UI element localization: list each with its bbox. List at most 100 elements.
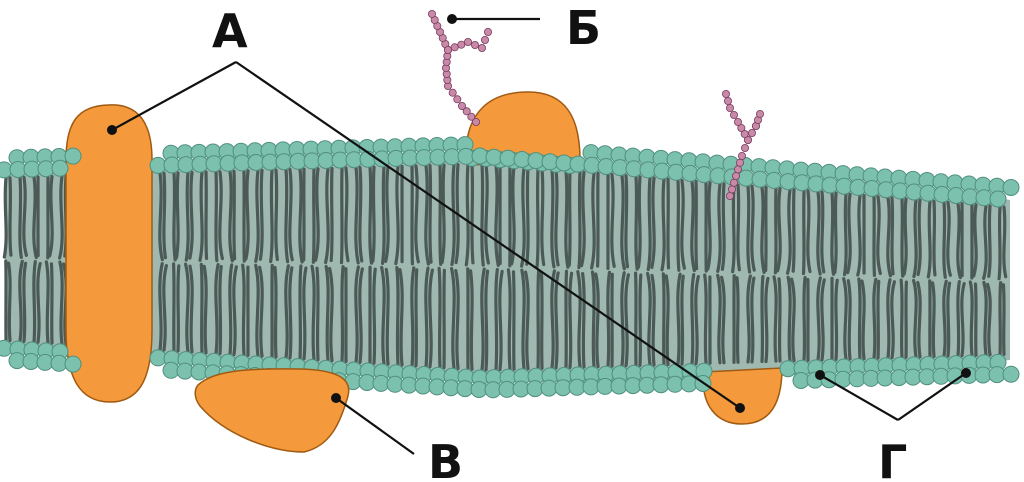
lipid-tail [577, 170, 582, 270]
lipid-tail [899, 278, 904, 359]
lipid-tail [720, 275, 726, 365]
sugar-residue [722, 90, 731, 99]
lipid-tail [842, 277, 848, 361]
phospholipid-head [989, 190, 1007, 208]
lipid-tail [580, 170, 586, 268]
lipid-tail [414, 164, 420, 264]
lipid-tail [650, 273, 656, 367]
lipid-tail [540, 167, 546, 267]
sugar-residue [738, 151, 747, 160]
lipid-tail [790, 277, 796, 363]
lipid-tail [310, 264, 316, 362]
lipid-tail [886, 196, 892, 278]
sugar-residue [457, 102, 466, 111]
sugar-residue [477, 44, 486, 53]
lipid-tail [624, 273, 630, 368]
leader-dot-a-left [107, 125, 117, 135]
lipid-tail [535, 167, 540, 269]
lipid-tail [942, 200, 947, 279]
lipid-tail [539, 270, 544, 370]
lipid-tail [716, 273, 722, 365]
lipid-tail [680, 274, 685, 366]
lipid-tail [876, 195, 882, 276]
lipid-tail [22, 175, 28, 257]
lipid-tail [886, 278, 892, 360]
lipid-tail [791, 188, 796, 273]
sugar-residue [737, 124, 746, 133]
leader-lines [107, 14, 971, 455]
lipid-tail [302, 266, 308, 361]
lipid-tail [184, 262, 190, 354]
lipid-tail [480, 267, 486, 372]
lipid-tail [372, 267, 377, 365]
phospholipid-head [64, 147, 82, 165]
lipid-tail [694, 180, 699, 271]
sugar-residue [736, 158, 745, 167]
leader-dot-g-right [961, 368, 971, 378]
lipid-tail [284, 264, 290, 360]
lipid-tail [218, 170, 224, 261]
lipid-tail [750, 276, 756, 364]
leader-dot-a-right [735, 403, 745, 413]
lipid-tail [666, 177, 671, 270]
lipid-tail [464, 162, 470, 267]
lipid-tail [18, 175, 23, 259]
lipid-tail [254, 263, 260, 358]
lipid-tail [199, 262, 204, 355]
lipid-tail [773, 186, 778, 275]
lipid-tail [690, 180, 696, 273]
lipid-tail [188, 264, 194, 354]
lipid-tail [550, 168, 556, 269]
lipid-tail [49, 262, 54, 345]
lipid-tail [594, 272, 600, 369]
lipid-tail [354, 166, 360, 265]
lipid-tails-upper-leaflet [2, 162, 1008, 281]
lipid-tail [258, 168, 264, 261]
lipid-tail [437, 266, 442, 370]
lipid-tail [339, 166, 344, 265]
lipid-tail [428, 163, 433, 264]
lipid-tail [890, 196, 895, 276]
lipid-tail [833, 191, 838, 274]
lipid-tail [860, 279, 866, 361]
lipid-tail [661, 272, 666, 367]
lipid-tail [567, 169, 572, 267]
lipid-tail [288, 266, 294, 360]
lipid-tail [786, 188, 792, 275]
lipid-tail [158, 262, 164, 352]
lipid-tail [525, 166, 530, 266]
lipid-tail [716, 182, 722, 273]
lipid-tail [424, 266, 430, 369]
lipid-tail [900, 197, 905, 278]
lipid-tail [926, 199, 932, 279]
lipid-tail [498, 269, 504, 372]
leader-a-left [111, 61, 237, 131]
lipid-tail [274, 168, 279, 262]
lipid-tail [816, 276, 822, 362]
lipid-tail [706, 181, 712, 271]
lipid-tail [676, 272, 682, 366]
sugar-residue [467, 112, 476, 121]
lipid-tail [554, 168, 560, 267]
sugar-residue [427, 9, 436, 18]
lipid-tail [624, 174, 630, 269]
lipid-tail [834, 278, 839, 361]
lipid-tail [18, 259, 24, 343]
lipid-tail [198, 170, 204, 262]
lipid-tail [916, 198, 922, 277]
lipid-tail [324, 264, 330, 363]
label-v: В [428, 435, 463, 482]
lipid-tail [228, 263, 234, 356]
leader-dot-v [331, 393, 341, 403]
sugar-residue [463, 38, 472, 47]
lipid-tail [470, 162, 475, 265]
lipid-tail [982, 204, 988, 280]
leader-v [335, 397, 415, 455]
lipid-tail [314, 167, 320, 262]
lipid-tail [930, 281, 936, 359]
lipid-tail [8, 176, 13, 257]
lipid-tail [2, 176, 8, 259]
lipid-tail [394, 164, 400, 266]
lipid-tail [214, 170, 219, 263]
sugar-residue [470, 41, 479, 50]
